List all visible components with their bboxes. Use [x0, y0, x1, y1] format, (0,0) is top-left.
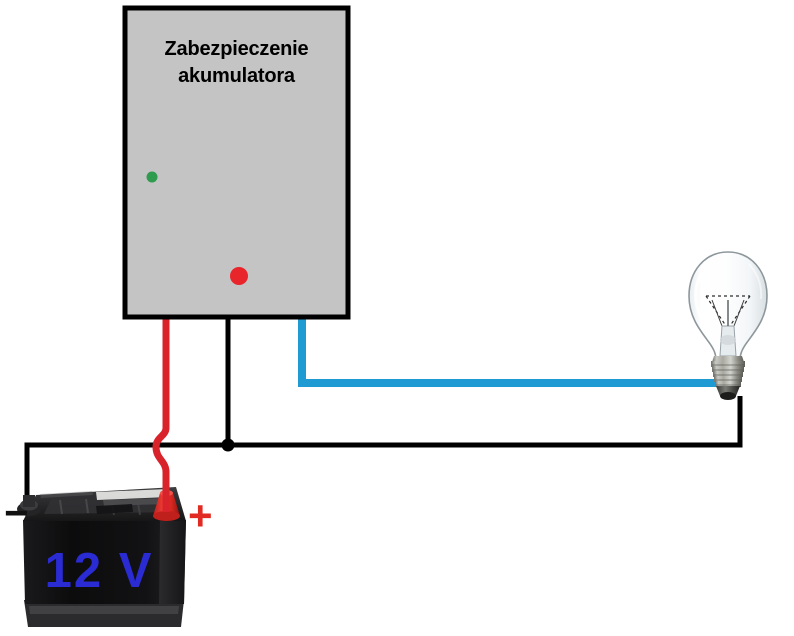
red-led [230, 267, 248, 285]
green-led [146, 171, 158, 183]
red-positive-wire [152, 314, 170, 512]
controller-title: Zabezpieczenie akumulatora [164, 38, 309, 87]
controller-box[interactable] [122, 5, 351, 320]
battery-positive-label: + [188, 492, 213, 539]
battery-voltage-label: 12 V [44, 544, 154, 598]
battery-negative-terminal [17, 495, 41, 516]
battery [17, 487, 186, 627]
lamp [688, 251, 768, 440]
battery-negative-label: − [4, 489, 29, 536]
blue-output-wire [298, 314, 726, 387]
wire-junction-dot [221, 438, 235, 452]
